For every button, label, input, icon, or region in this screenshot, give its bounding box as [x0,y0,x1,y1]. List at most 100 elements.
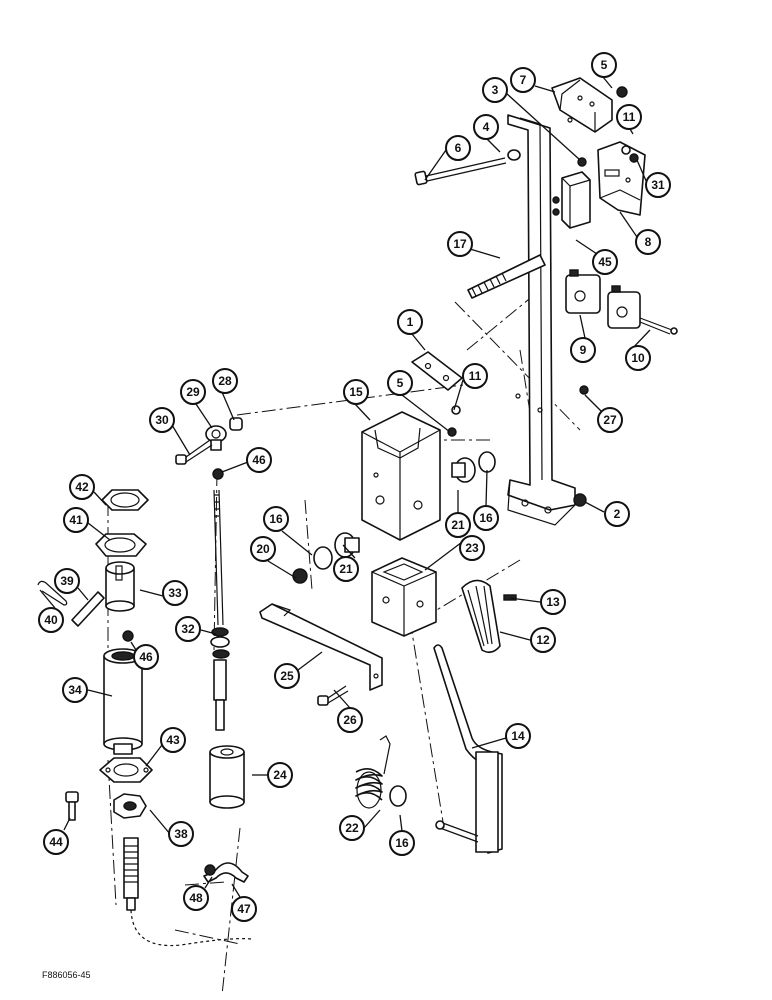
leader-line [602,76,613,89]
callout-label: 43 [166,733,180,747]
callout-label: 3 [492,83,499,97]
leader-line [636,159,648,184]
leader-line [221,461,249,473]
bolt-6-part [414,157,507,186]
callout-circle [635,229,661,255]
callout-label: 25 [280,669,294,683]
callout-label: 7 [520,73,527,87]
callout-21: 21 [445,512,471,538]
callout-circle [397,309,423,335]
callout-circle [333,556,359,582]
phantom-line [184,881,226,886]
parts-line-art [37,77,678,947]
phantom-line [409,619,445,829]
leader-line [363,809,381,829]
callout-label: 9 [580,343,587,357]
spacer-28-part [229,417,243,431]
callout-6: 6 [445,135,471,161]
callout-46: 46 [246,447,272,473]
phantom-line [221,827,241,996]
callout-circle [38,607,64,633]
pedal-14-part [433,644,503,854]
callout-label: 47 [237,902,251,916]
callout-2: 2 [604,501,630,527]
nut-2-part [573,493,587,507]
callout-41: 41 [63,507,89,533]
callout-34: 34 [62,677,88,703]
callout-circle [445,512,471,538]
leader-line [471,737,507,749]
callout-5: 5 [387,370,413,396]
callout-44: 44 [43,829,69,855]
leader-line [281,530,313,556]
callout-circle [530,627,556,653]
callout-10: 10 [625,345,651,371]
leader-line [87,689,113,697]
callout-circle [540,589,566,615]
callout-23: 23 [459,535,485,561]
callout-circle [473,114,499,140]
bracket-7-part [551,77,613,133]
callout-circle [133,644,159,670]
leader-line [485,469,488,507]
callout-label: 21 [451,518,465,532]
leader-line [579,314,586,339]
leader-line [411,333,426,351]
leader-line [221,391,235,421]
callout-circle [343,379,369,405]
bracket-8-part [597,141,646,216]
rod-end-29-part [205,425,227,451]
callout-label: 5 [601,58,608,72]
collar-33-part [105,561,135,612]
callout-5: 5 [591,52,617,78]
callout-circle [625,345,651,371]
leader-line [354,403,371,421]
block-23-part [371,557,437,637]
callout-label: 5 [397,376,404,390]
threaded-rod-17-part [467,254,546,299]
callout-label: 38 [174,827,188,841]
callout-47: 47 [231,896,257,922]
callout-16: 16 [473,505,499,531]
leader-line [469,248,501,259]
leader-line [584,501,605,513]
callout-4: 4 [473,114,499,140]
callout-3: 3 [482,77,508,103]
leader-line [534,85,556,93]
callout-16: 16 [263,506,289,532]
callout-circle [592,249,618,275]
callout-12: 12 [530,627,556,653]
callout-28: 28 [212,368,238,394]
callout-label: 4 [483,120,490,134]
callout-13: 13 [540,589,566,615]
callout-20: 20 [250,536,276,562]
callout-circle [63,507,89,533]
callout-circle [482,77,508,103]
leader-line [575,239,598,255]
callout-label: 23 [465,541,479,555]
callout-label: 24 [273,768,287,782]
callout-label: 28 [218,374,232,388]
leader-line [149,809,171,835]
leader-line [87,522,111,541]
gasket-41-part [95,533,147,557]
callout-circle [473,505,499,531]
leader-line [333,689,351,709]
pin-39-part [71,591,105,627]
callout-33: 33 [162,580,188,606]
washer-16-bottom-part [389,785,407,807]
callout-circle [645,172,671,198]
leader-line [453,379,464,411]
callout-label: 16 [395,836,409,850]
callout-circle [263,506,289,532]
callout-14: 14 [505,723,531,749]
callout-circle [62,677,88,703]
callout-circle [250,536,276,562]
callout-label: 29 [186,385,200,399]
callout-11: 11 [616,104,642,130]
callout-label: 40 [44,613,58,627]
callout-32: 32 [175,616,201,642]
callout-25: 25 [274,663,300,689]
callout-label: 48 [189,891,203,905]
